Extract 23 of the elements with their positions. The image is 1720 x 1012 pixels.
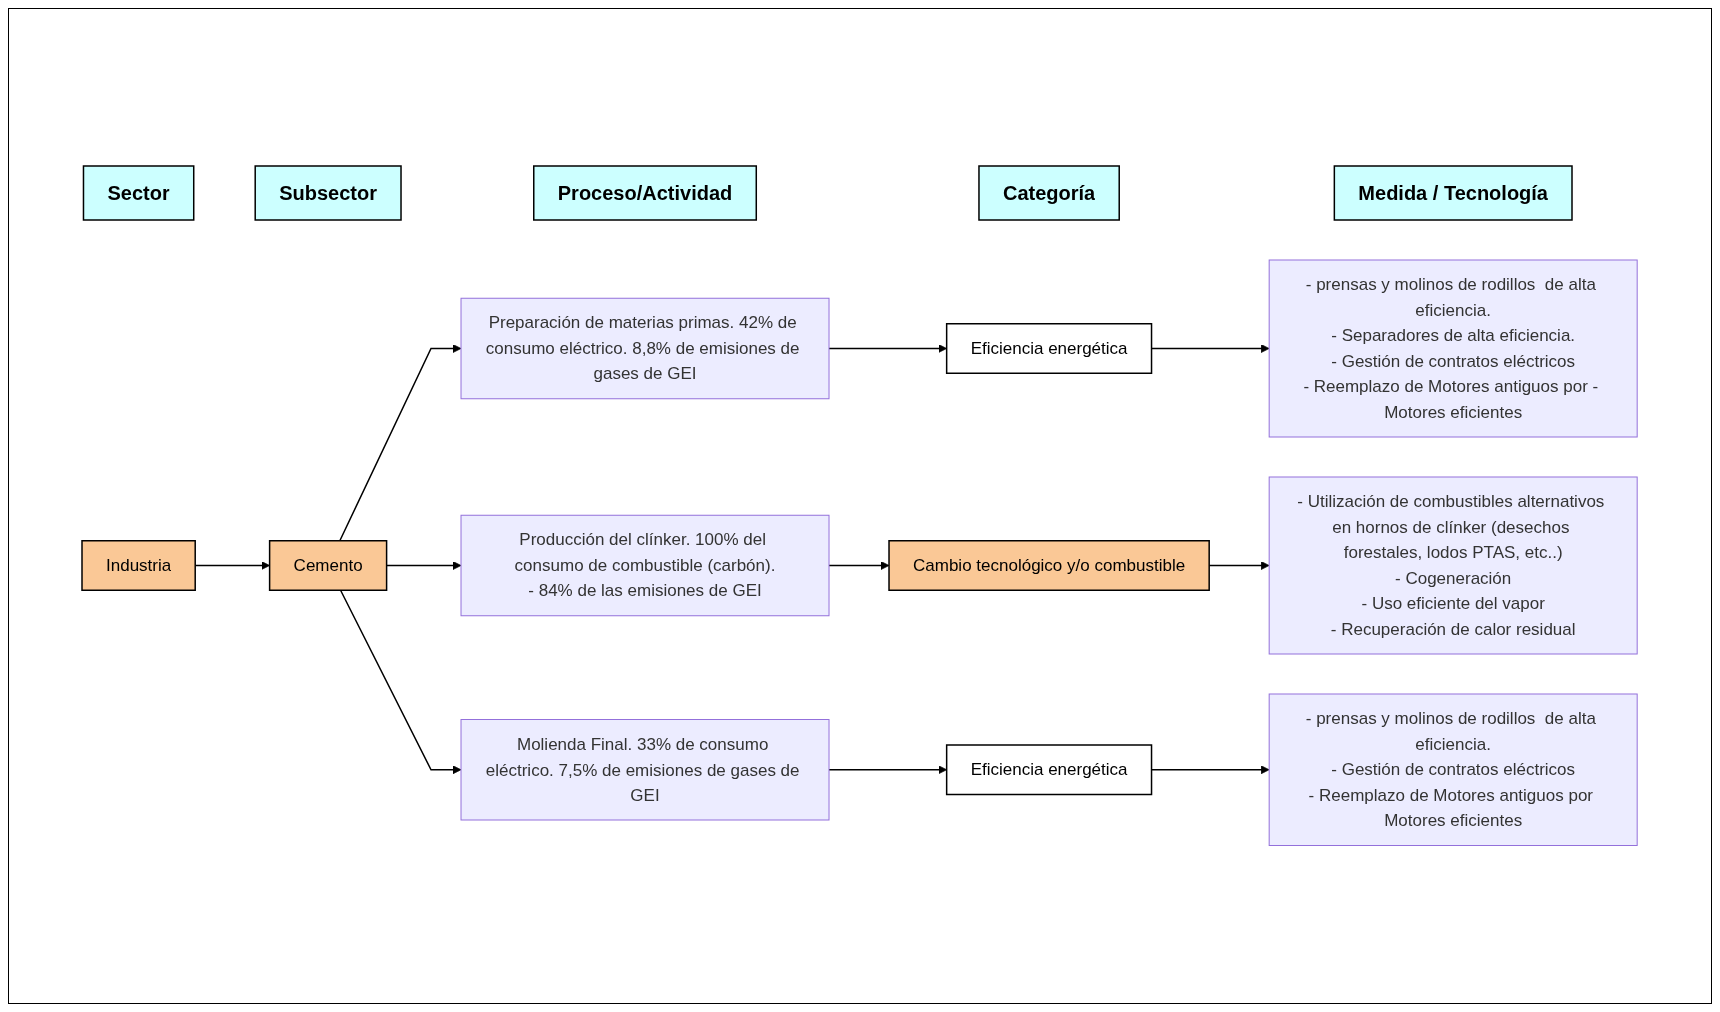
node-box: Eficiencia energética — [946, 323, 1153, 375]
node-box: - prensas y molinos de rodillos de alta eficiencia. - Gestión de contratos eléctricos - Reemplazo de Motores antiguos por Motores eficientes — [1269, 693, 1639, 847]
node-box: Preparación de materias primas. 42% de consumo eléctrico. 8,8% de emisiones de gases de GEI — [460, 298, 830, 400]
node-box: Producción del clínker. 100% del consumo de combustible (carbón). - 84% de las emisiones de GEI — [460, 515, 830, 617]
node-box: Subsector — [254, 165, 403, 221]
arrow — [1151, 344, 1270, 354]
arrow — [339, 344, 462, 542]
node-box: Medida / Tecnología — [1334, 165, 1574, 221]
node-box: - Utilización de combustibles alternativos en hornos de clínker (desechos forestales, lodos PTAS, etc..) - Cogeneración - Uso eficiente del vapor - Recuperación de calor residual — [1269, 476, 1639, 655]
node-box: Industria — [81, 540, 197, 592]
node-box: - prensas y molinos de rodillos de alta eficiencia. - Separadores de alta eficiencia. - Gestión de contratos eléctricos - Reemplazo de Motores antiguos por - Motores eficientes — [1269, 259, 1639, 438]
node-box: Sector — [83, 165, 195, 221]
arrow — [828, 765, 948, 775]
arrow — [1151, 765, 1270, 775]
arrow — [340, 589, 462, 775]
arrow — [828, 344, 948, 354]
node-box: Eficiencia energética — [946, 744, 1153, 796]
node-box: Cemento — [269, 540, 388, 592]
node-box: Categoría — [978, 165, 1121, 221]
arrow — [828, 561, 890, 571]
node-box: Molienda Final. 33% de consumo eléctrico. 7,5% de emisiones de gases de GEI — [460, 719, 830, 821]
node-box: Proceso/Actividad — [533, 165, 758, 221]
node-box: Cambio tecnológico y/o combustible — [888, 540, 1211, 592]
